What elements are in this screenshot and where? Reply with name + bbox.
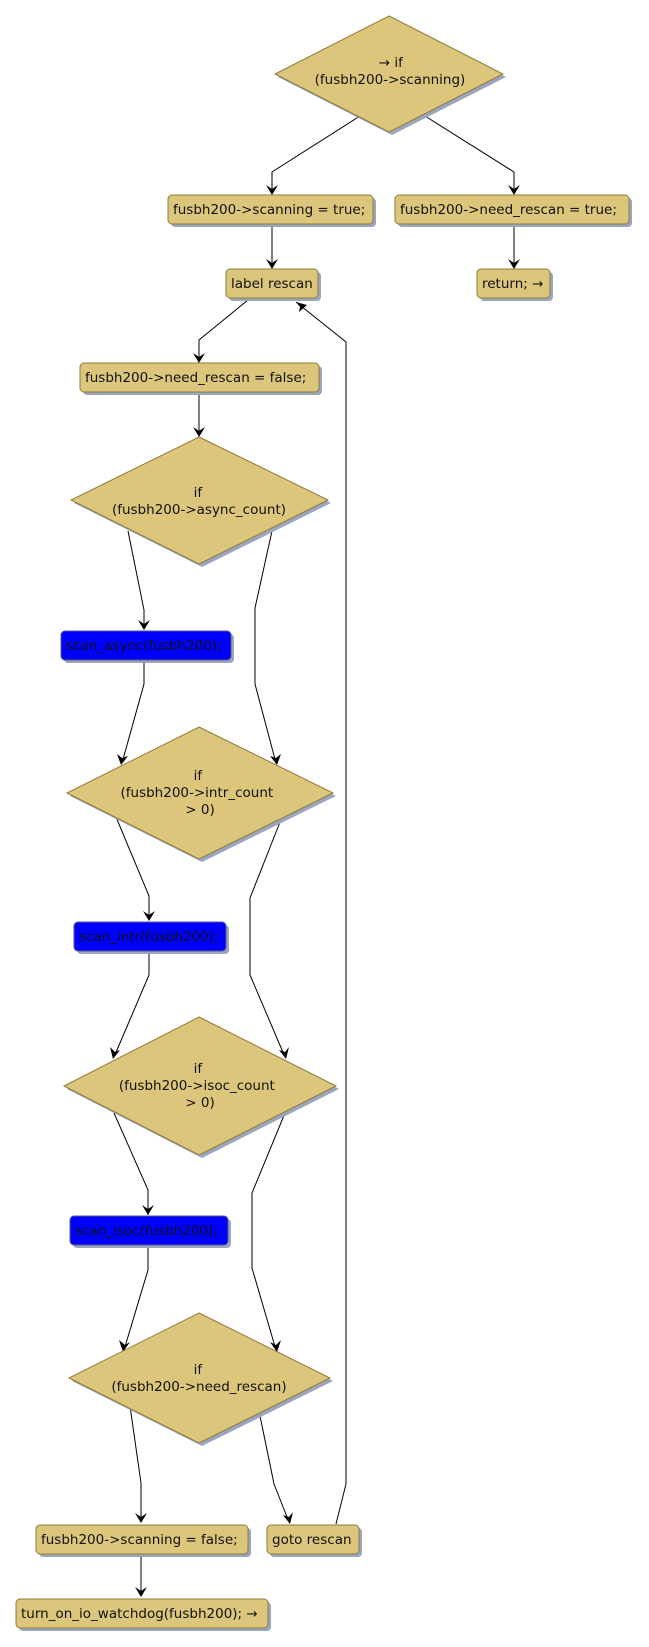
box-label: fusbh200->scanning = false; xyxy=(41,1532,238,1548)
arrowhead xyxy=(138,620,150,630)
arrowhead xyxy=(193,427,205,437)
box-shape xyxy=(167,194,374,225)
edge-goto-to-label-loop xyxy=(295,301,347,1525)
diamond-shape xyxy=(67,1312,332,1444)
node-goto-rescan[interactable]: goto rescan xyxy=(266,1524,362,1557)
decision-line: if xyxy=(194,768,204,784)
arrowhead xyxy=(508,185,520,195)
edge-scan-isoc-to-if-need-rescan xyxy=(123,1245,149,1351)
edge-label-to-need-rescan-false xyxy=(198,299,249,362)
box-shape xyxy=(225,268,319,299)
decision-line: if xyxy=(194,1362,204,1378)
edge-if-intr-yes xyxy=(115,816,150,920)
arrowhead xyxy=(142,1205,154,1215)
edge-if-intr-no xyxy=(249,816,286,1058)
decision-line: (fusbh200->async_count) xyxy=(112,502,286,518)
decision-line: (fusbh200->scanning) xyxy=(315,72,466,88)
box-shape xyxy=(394,194,630,225)
box-shape xyxy=(79,362,320,393)
decision-if-need-rescan[interactable]: if (fusbh200->need_rescan) xyxy=(67,1312,333,1446)
node-set-scanning-false[interactable]: fusbh200->scanning = false; xyxy=(35,1524,251,1557)
arrowhead xyxy=(143,911,155,921)
arrowhead xyxy=(117,754,128,765)
edge-if-need-rescan-yes xyxy=(129,1405,142,1522)
box-label: scan_isoc(fusbh200); xyxy=(75,1223,218,1239)
decision-line: (fusbh200->intr_count xyxy=(121,785,274,801)
node-scan-async[interactable]: scan_async(fusbh200); xyxy=(60,630,234,663)
decision-line: → if xyxy=(379,55,404,71)
box-shape xyxy=(60,630,232,661)
decision-if-intr-count[interactable]: if (fusbh200->intr_count > 0) xyxy=(65,726,336,862)
box-label: label rescan xyxy=(231,276,313,292)
diamond-shape xyxy=(65,726,335,860)
node-set-need-rescan-true[interactable]: fusbh200->need_rescan = true; xyxy=(394,194,632,227)
arrowhead xyxy=(110,1047,120,1059)
diamond-shape xyxy=(273,15,505,133)
node-scan-isoc[interactable]: scan_isoc(fusbh200); xyxy=(69,1215,231,1248)
box-label: fusbh200->need_rescan = true; xyxy=(400,202,617,218)
diamond-shape xyxy=(62,1016,338,1156)
arrowhead xyxy=(270,754,281,765)
svg-text:if (fusbh200->intr_count: if (fusbh200->intr_count > 0) xyxy=(121,768,278,818)
arrowhead xyxy=(296,302,307,312)
edge-if-scanning-to-need-rescan-true xyxy=(424,115,515,194)
box-label: scan_intr(fusbh200); xyxy=(79,929,219,945)
arrowhead xyxy=(266,259,278,269)
decision-line: if xyxy=(194,1061,204,1077)
edge-if-scanning-to-scanning-true xyxy=(271,115,361,194)
svg-text:if (fusbh200->isoc_count: if (fusbh200->isoc_count > 0) xyxy=(119,1061,279,1111)
decision-line: > 0) xyxy=(185,802,214,818)
edge-scan-intr-to-if-isoc xyxy=(113,952,150,1058)
arrowhead xyxy=(193,353,205,363)
diamond-shape xyxy=(69,436,330,565)
arrowhead xyxy=(279,1047,289,1059)
box-shape xyxy=(476,268,551,299)
arrowhead xyxy=(135,1587,147,1597)
box-shape xyxy=(35,1524,249,1555)
box-label: fusbh200->scanning = true; xyxy=(173,202,365,218)
arrowheads xyxy=(110,185,520,1597)
edge-if-isoc-no xyxy=(251,1112,286,1351)
edge-if-async-yes xyxy=(127,530,145,629)
svg-text:if (fusbh200->async_coun: if (fusbh200->async_count) xyxy=(112,485,286,518)
decision-line: (fusbh200->isoc_count xyxy=(119,1078,275,1094)
node-turn-on-watchdog[interactable]: turn_on_io_watchdog(fusbh200); → xyxy=(15,1598,271,1631)
node-set-scanning-true[interactable]: fusbh200->scanning = true; xyxy=(167,194,376,227)
decision-if-async-count[interactable]: if (fusbh200->async_count) xyxy=(69,436,331,567)
node-scan-intr[interactable]: scan_intr(fusbh200); xyxy=(73,921,229,954)
box-label: fusbh200->need_rescan = false; xyxy=(85,370,306,386)
edge-if-async-no xyxy=(254,530,277,764)
arrowhead xyxy=(135,1513,147,1523)
box-label: goto rescan xyxy=(272,1532,352,1548)
box-shape xyxy=(266,1524,360,1555)
edges xyxy=(113,115,515,1596)
box-label: scan_async(fusbh200); xyxy=(66,638,222,654)
arrowhead xyxy=(119,1340,130,1352)
decision-if-isoc-count[interactable]: if (fusbh200->isoc_count > 0) xyxy=(62,1016,339,1158)
svg-text:if (fusbh200->need_resca: if (fusbh200->need_rescan) xyxy=(111,1362,286,1395)
box-label: return; → xyxy=(482,276,543,292)
box-shape xyxy=(15,1598,269,1629)
decision-line: > 0) xyxy=(185,1095,214,1111)
arrowhead xyxy=(283,1512,293,1524)
arrowhead xyxy=(270,1340,281,1352)
decision-line: (fusbh200->need_rescan) xyxy=(111,1379,286,1395)
edge-if-isoc-yes xyxy=(113,1112,149,1215)
box-label: turn_on_io_watchdog(fusbh200); → xyxy=(21,1606,258,1622)
node-label-rescan[interactable]: label rescan xyxy=(225,268,321,301)
arrowhead xyxy=(508,259,520,269)
svg-text:→ if (fusbh200->scanning: → if (fusbh200->scanning) xyxy=(315,55,466,88)
box-shape xyxy=(69,1215,229,1246)
node-return[interactable]: return; → xyxy=(476,268,553,301)
decision-if-scanning[interactable]: → if (fusbh200->scanning) xyxy=(273,15,506,135)
node-set-need-rescan-false[interactable]: fusbh200->need_rescan = false; xyxy=(79,362,322,395)
edge-scan-async-to-if-intr xyxy=(121,660,145,764)
box-shape xyxy=(73,921,227,952)
edge-if-need-rescan-no xyxy=(258,1410,290,1523)
arrowhead xyxy=(266,185,278,195)
decision-line: if xyxy=(194,485,204,501)
